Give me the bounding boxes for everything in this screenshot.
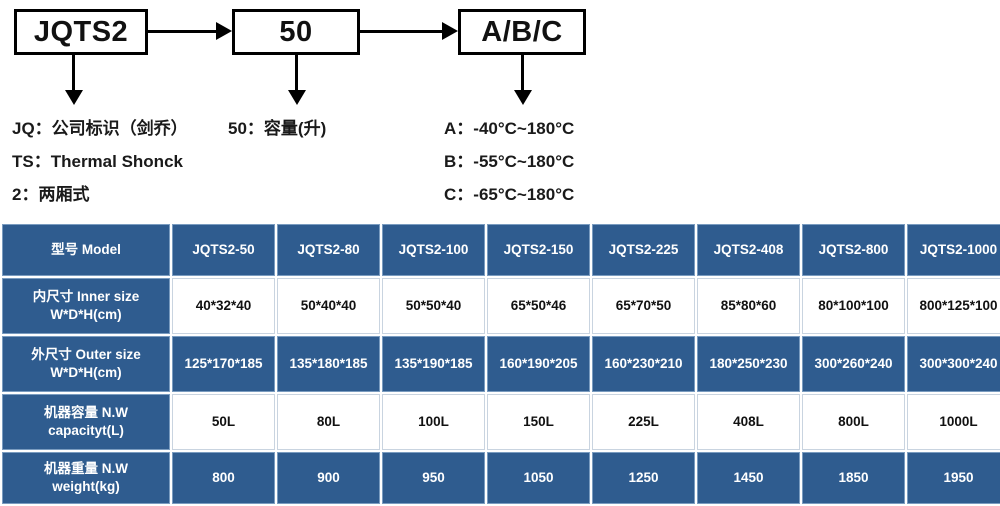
cell-capacity-7: 1000L (907, 394, 1000, 450)
legend-item-50: 50：容量(升) (228, 119, 327, 138)
row-label-model: 型号 Model (2, 224, 170, 276)
cell-model-0: JQTS2-50 (172, 224, 275, 276)
row-label-capacity: 机器容量 N.W capacityt(L) (2, 394, 170, 450)
diagram-box-volume-code: 50 (232, 9, 360, 55)
cell-model-4: JQTS2-225 (592, 224, 695, 276)
legend-temperature: A：-40°C~180°C B：-55°C~180°C C：-65°C~180°… (444, 112, 574, 211)
cell-weight-7: 1950 (907, 452, 1000, 504)
cell-outer-size-2: 135*190*185 (382, 336, 485, 392)
cell-capacity-3: 150L (487, 394, 590, 450)
connector-line-volume-down (295, 55, 298, 93)
cell-model-6: JQTS2-800 (802, 224, 905, 276)
cell-capacity-4: 225L (592, 394, 695, 450)
cell-capacity-2: 100L (382, 394, 485, 450)
connector-line-model-down (72, 55, 75, 93)
row-label-line: capacityt(L) (48, 423, 124, 438)
cell-model-1: JQTS2-80 (277, 224, 380, 276)
legend-model-prefix: JQ：公司标识（剑乔） TS：Thermal Shonck 2：两厢式 (12, 112, 188, 211)
cell-weight-0: 800 (172, 452, 275, 504)
cell-weight-6: 1850 (802, 452, 905, 504)
cell-outer-size-6: 300*260*240 (802, 336, 905, 392)
cell-inner-size-4: 65*70*50 (592, 278, 695, 334)
cell-weight-2: 950 (382, 452, 485, 504)
cell-inner-size-3: 65*50*46 (487, 278, 590, 334)
cell-capacity-5: 408L (697, 394, 800, 450)
cell-capacity-1: 80L (277, 394, 380, 450)
legend-item-ts: TS：Thermal Shonck (12, 152, 183, 171)
connector-line-model-to-volume (148, 30, 220, 33)
row-label-line: W*D*H(cm) (50, 307, 122, 322)
cell-model-2: JQTS2-100 (382, 224, 485, 276)
cell-weight-5: 1450 (697, 452, 800, 504)
diagram-box-temperature-code-label: A/B/C (481, 15, 563, 48)
legend-item-b: B：-55°C~180°C (444, 152, 575, 171)
cell-outer-size-3: 160*190*205 (487, 336, 590, 392)
row-label-line: 机器容量 N.W (44, 405, 128, 420)
cell-inner-size-6: 80*100*100 (802, 278, 905, 334)
cell-weight-1: 900 (277, 452, 380, 504)
row-label-weight: 机器重量 N.W weight(kg) (2, 452, 170, 504)
diagram-box-volume-code-label: 50 (279, 15, 313, 48)
legend-item-jq: JQ：公司标识（剑乔） (12, 119, 188, 138)
cell-inner-size-5: 85*80*60 (697, 278, 800, 334)
cell-weight-4: 1250 (592, 452, 695, 504)
arrow-down-icon (514, 90, 532, 105)
cell-outer-size-4: 160*230*210 (592, 336, 695, 392)
cell-outer-size-5: 180*250*230 (697, 336, 800, 392)
cell-model-3: JQTS2-150 (487, 224, 590, 276)
cell-weight-3: 1050 (487, 452, 590, 504)
connector-line-temperature-down (521, 55, 524, 93)
row-label-line: weight(kg) (52, 479, 120, 494)
cell-outer-size-7: 300*300*240 (907, 336, 1000, 392)
arrow-down-icon (288, 90, 306, 105)
diagram-box-model-prefix: JQTS2 (14, 9, 148, 55)
connector-line-volume-to-temperature (360, 30, 446, 33)
legend-item-a: A：-40°C~180°C (444, 119, 575, 138)
cell-inner-size-1: 50*40*40 (277, 278, 380, 334)
cell-inner-size-7: 800*125*100 (907, 278, 1000, 334)
cell-inner-size-2: 50*50*40 (382, 278, 485, 334)
arrow-right-icon (216, 22, 232, 40)
cell-outer-size-0: 125*170*185 (172, 336, 275, 392)
row-label-line: W*D*H(cm) (50, 365, 122, 380)
model-code-diagram: JQTS2 50 A/B/C JQ：公司标识（剑乔） TS：Thermal Sh… (0, 0, 1000, 212)
cell-capacity-6: 800L (802, 394, 905, 450)
cell-outer-size-1: 135*180*185 (277, 336, 380, 392)
cell-model-7: JQTS2-1000 (907, 224, 1000, 276)
legend-volume: 50：容量(升) (228, 112, 326, 145)
arrow-right-icon (442, 22, 458, 40)
diagram-box-temperature-code: A/B/C (458, 9, 586, 55)
cell-capacity-0: 50L (172, 394, 275, 450)
diagram-box-model-prefix-label: JQTS2 (33, 15, 129, 48)
cell-model-5: JQTS2-408 (697, 224, 800, 276)
row-label-line: 内尺寸 Inner size (32, 289, 140, 304)
arrow-down-icon (65, 90, 83, 105)
legend-item-2: 2：两厢式 (12, 185, 90, 204)
cell-inner-size-0: 40*32*40 (172, 278, 275, 334)
row-label-line: 型号 Model (51, 242, 121, 257)
row-label-line: 机器重量 N.W (44, 461, 128, 476)
row-label-line: 外尺寸 Outer size (31, 347, 141, 362)
legend-item-c: C：-65°C~180°C (444, 185, 575, 204)
